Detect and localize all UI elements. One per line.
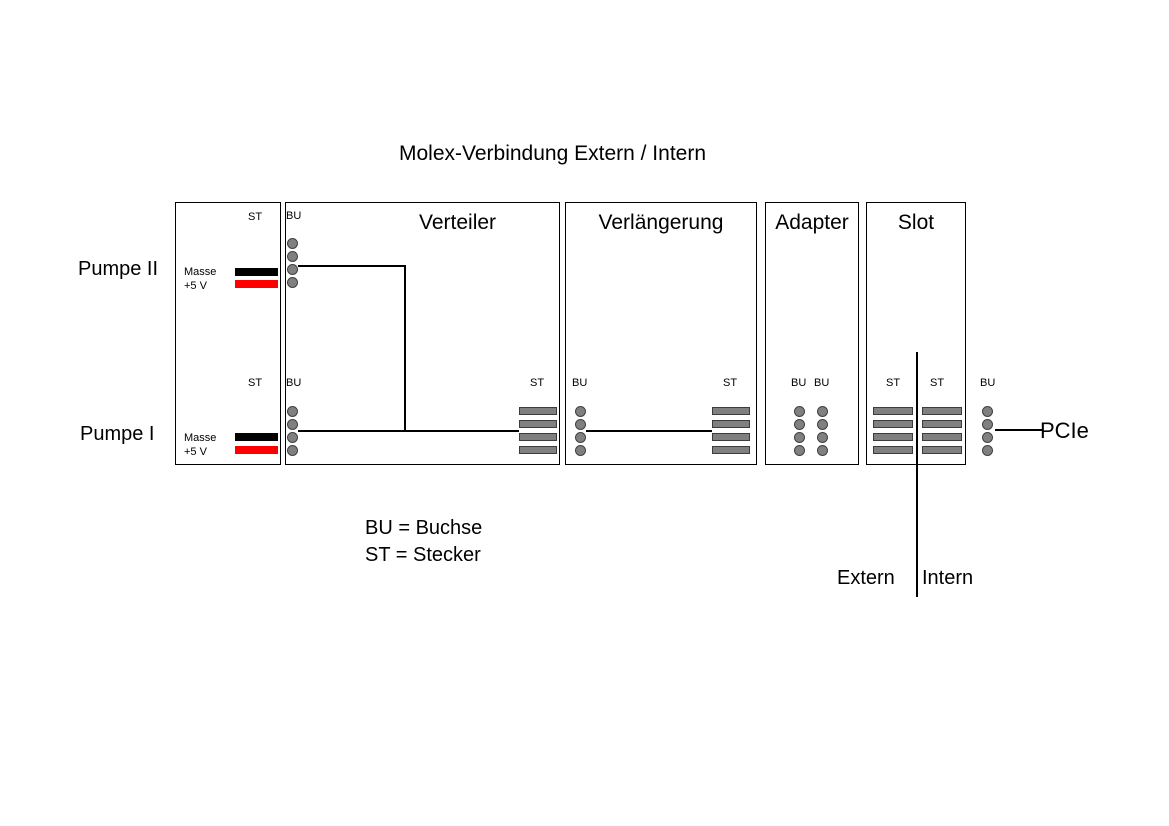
pump1-st-label: ST — [248, 377, 263, 389]
bu-pin — [287, 406, 298, 417]
verteiler-st-bars — [519, 407, 557, 454]
pcie-bu-label: BU — [980, 377, 996, 389]
pump1-5v-label: +5 V — [184, 446, 207, 458]
verteiler-bu-bottom-label: BU — [286, 377, 302, 389]
st-pin — [873, 446, 913, 454]
bu-pin — [794, 432, 805, 443]
verteiler-bu-pins-bottom — [287, 406, 298, 456]
st-pin — [873, 433, 913, 441]
bu-pin — [794, 445, 805, 456]
st-pin — [519, 407, 557, 415]
st-pin — [712, 407, 750, 415]
bu-pin — [982, 419, 993, 430]
legend-st: ST = Stecker — [365, 544, 481, 566]
st-pin — [519, 420, 557, 428]
st-pin — [873, 420, 913, 428]
slot-title: Slot — [897, 211, 935, 234]
adapter-bu-pins-1 — [794, 406, 805, 456]
bu-pin — [287, 264, 298, 275]
st-pin — [922, 407, 962, 415]
verteiler-bu-top-label: BU — [286, 210, 302, 222]
bu-pin — [982, 445, 993, 456]
bu-pin — [575, 432, 586, 443]
label-pcie: PCIe — [1040, 418, 1089, 443]
st-pin — [873, 407, 913, 415]
st-pin — [922, 433, 962, 441]
extern-intern-divider-line — [916, 352, 918, 597]
bu-pin — [817, 419, 828, 430]
bu-pin — [794, 406, 805, 417]
bu-pin — [287, 419, 298, 430]
bu-pin — [794, 419, 805, 430]
slot-st-label-2: ST — [930, 377, 945, 389]
bu-pin — [982, 432, 993, 443]
label-intern: Intern — [922, 567, 974, 589]
bu-pin — [982, 406, 993, 417]
st-pin — [712, 420, 750, 428]
adapter-bu-pins-2 — [817, 406, 828, 456]
verlaengerung-st-label: ST — [723, 377, 738, 389]
wire-pumpe1-to-verteiler-st — [298, 430, 519, 432]
verlaengerung-bu-pins — [575, 406, 586, 456]
verteiler-box — [285, 202, 560, 465]
bu-pin — [575, 445, 586, 456]
adapter-bu-label-2: BU — [814, 377, 830, 389]
st-pin — [922, 446, 962, 454]
verteiler-st-label: ST — [530, 377, 545, 389]
legend-bu: BU = Buchse — [365, 517, 483, 539]
verteiler-title: Verteiler — [419, 211, 497, 234]
st-pin — [519, 433, 557, 441]
slot-st-label-1: ST — [886, 377, 901, 389]
st-pin — [519, 446, 557, 454]
st-pin — [712, 446, 750, 454]
slot-st-bars-2 — [922, 407, 962, 454]
verteiler-bu-pins-top — [287, 238, 298, 288]
bu-pin — [287, 251, 298, 262]
pump2-5v-wire — [235, 280, 278, 288]
bu-pin — [287, 445, 298, 456]
wire-pumpe2-horizontal — [298, 265, 405, 267]
label-pumpe-1: Pumpe I — [80, 423, 155, 445]
verlaengerung-st-bars — [712, 407, 750, 454]
bu-pin — [575, 419, 586, 430]
diagram-title: Molex-Verbindung Extern / Intern — [399, 142, 707, 165]
bu-pin — [817, 406, 828, 417]
pump1-masse-label: Masse — [184, 432, 217, 444]
pump-connector-box — [175, 202, 281, 465]
pump2-masse-wire — [235, 268, 278, 276]
pump2-masse-label: Masse — [184, 266, 217, 278]
st-pin — [922, 420, 962, 428]
pump1-5v-wire — [235, 446, 278, 454]
bu-pin — [575, 406, 586, 417]
wire-pcie — [995, 429, 1043, 431]
bu-pin — [287, 277, 298, 288]
pump2-st-label: ST — [248, 211, 263, 223]
wire-pumpe2-vertical — [404, 265, 406, 431]
pump1-masse-wire — [235, 433, 278, 441]
adapter-title: Adapter — [775, 211, 849, 234]
bu-pin — [817, 432, 828, 443]
pump2-5v-label: +5 V — [184, 280, 207, 292]
bu-pin — [287, 238, 298, 249]
pcie-bu-pins — [982, 406, 993, 456]
adapter-bu-label-1: BU — [791, 377, 807, 389]
label-extern: Extern — [837, 567, 895, 589]
wire-verlaengerung — [586, 430, 712, 432]
adapter-box — [765, 202, 859, 465]
st-pin — [712, 433, 750, 441]
bu-pin — [817, 445, 828, 456]
label-pumpe-2: Pumpe II — [78, 258, 159, 280]
bu-pin — [287, 432, 298, 443]
verlaengerung-bu-label: BU — [572, 377, 588, 389]
slot-st-bars-1 — [873, 407, 913, 454]
verlaengerung-title: Verlängerung — [598, 211, 724, 234]
